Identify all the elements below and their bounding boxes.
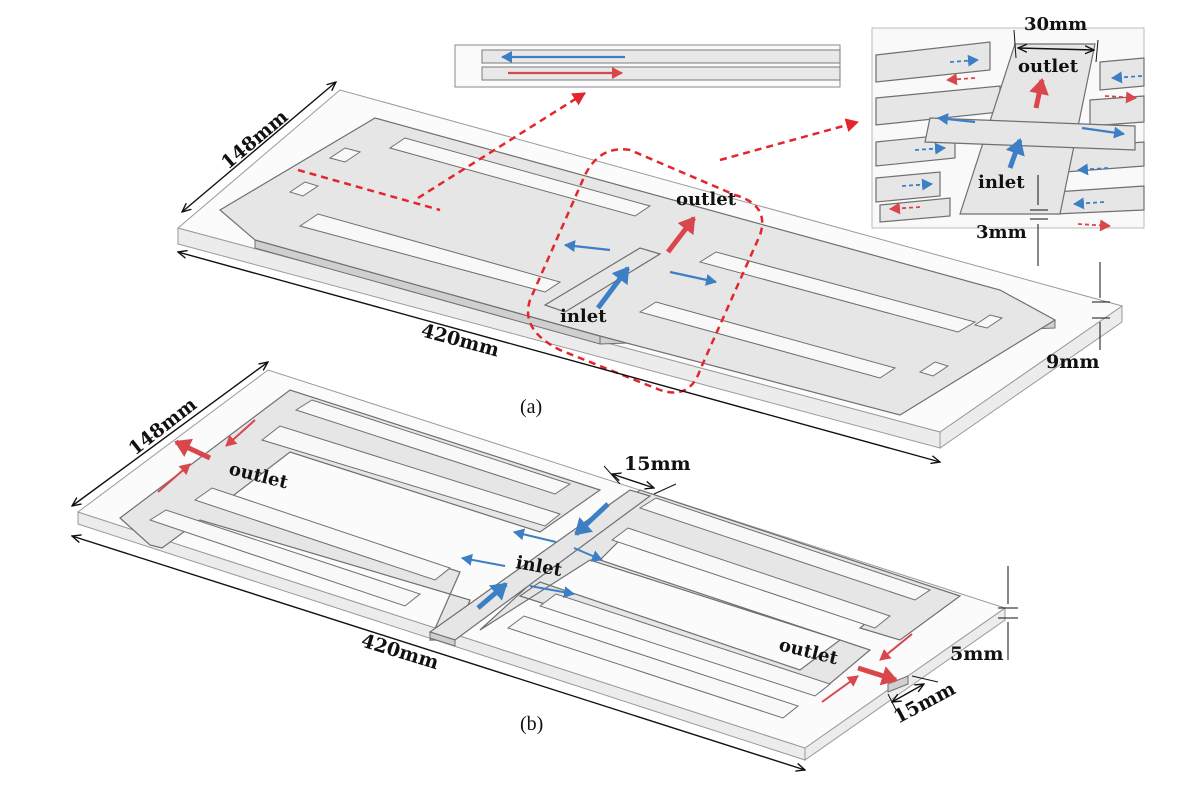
panel-a: inlet outlet 148mm 420mm 9mm (a): [178, 82, 1124, 462]
inset-flow-inlet: [1005, 138, 1025, 169]
slot-a-7: [973, 314, 1004, 329]
section-inset: [454, 44, 841, 88]
inlet-top-flow-b: [574, 502, 610, 536]
inset-flow-outlet: [1029, 78, 1049, 109]
inlet-width-label-b: 15mm: [624, 453, 691, 475]
outlet-bottom-feed-1: [879, 633, 913, 661]
inset-outlet-label: outlet: [1018, 56, 1079, 77]
thickness-label-b: 5mm: [950, 643, 1003, 665]
slot-a-3: [328, 147, 362, 163]
caption-a: (a): [520, 396, 542, 418]
callout-arrow-inset: [719, 118, 859, 162]
inset-cross-horizontal: [924, 117, 1136, 151]
inset-flow-left: [937, 113, 976, 126]
inset-width-dim: [1018, 48, 1094, 50]
outlet-label-a: outlet: [676, 189, 737, 210]
inset-flow-right: [1081, 126, 1125, 139]
slot-b-1: [294, 399, 572, 495]
outlet-bottom-flow-b: [857, 665, 898, 686]
outlet-width-dim-b: [892, 684, 924, 702]
outlet-bottom-feed-2: [821, 675, 859, 703]
width-dim-b: [72, 362, 268, 506]
length-dim-a: [178, 252, 940, 462]
slot-b-2: [260, 425, 562, 527]
caption-b: (b): [520, 713, 543, 735]
callout-region-a: [526, 148, 764, 394]
flow-outlet-a: [666, 216, 696, 254]
inset-width-label: 30mm: [1024, 14, 1087, 35]
thickness-label-a: 9mm: [1046, 351, 1099, 373]
slot-a-1: [388, 137, 652, 217]
inset-dashed-flows: [889, 54, 1143, 232]
inset-inlet-label: inlet: [978, 172, 1025, 193]
flow-left-a: [564, 240, 611, 253]
inlet-label-a: inlet: [560, 306, 607, 327]
callout-arrow-section: [417, 91, 586, 200]
length-dim-b: [72, 536, 805, 770]
zoom-inset: outlet inlet 30mm 3mm: [871, 14, 1145, 266]
width-dim-a: [182, 82, 336, 212]
inset-height-label: 3mm: [976, 222, 1027, 243]
inlet-width-dim-b: [612, 474, 654, 488]
